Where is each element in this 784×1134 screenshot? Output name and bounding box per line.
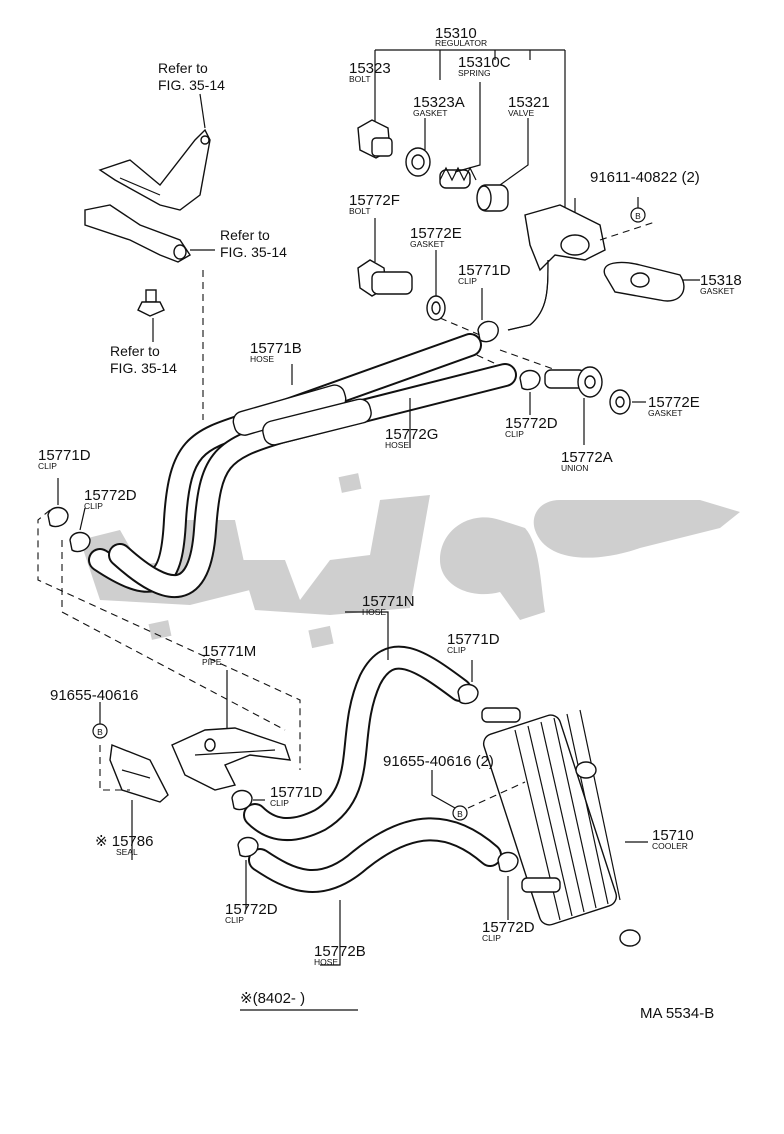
svg-text:CLIP: CLIP bbox=[458, 276, 477, 286]
label-15710: 15710 bbox=[652, 827, 694, 844]
label-15772e-upper: 15772E bbox=[410, 225, 462, 242]
regulator-15310-body bbox=[507, 204, 606, 331]
label-15772g: 15772G bbox=[385, 426, 438, 443]
pipe-15771m bbox=[171, 727, 292, 791]
gasket-15318 bbox=[603, 261, 685, 302]
svg-text:REGULATOR: REGULATOR bbox=[435, 38, 487, 48]
oil-cooler-15710 bbox=[481, 707, 641, 947]
ref-2-line1: Refer to bbox=[220, 227, 270, 243]
marker-b-top: B bbox=[630, 197, 646, 223]
ref-1-line1: Refer to bbox=[158, 60, 208, 76]
label-15771n: 15771N bbox=[362, 593, 415, 610]
label-15772d-union: 15772D bbox=[505, 415, 558, 432]
spring-15310c bbox=[439, 166, 477, 189]
label-15318: 15318 bbox=[700, 272, 742, 289]
bracket-upper bbox=[98, 128, 211, 211]
label-15772a: 15772A bbox=[561, 449, 613, 466]
svg-text:B: B bbox=[97, 727, 103, 737]
union-15772a bbox=[544, 366, 603, 398]
svg-text:HOSE: HOSE bbox=[250, 354, 274, 364]
bracket-lower bbox=[84, 204, 191, 263]
bolt-15772f bbox=[357, 259, 413, 297]
label-15771d-pipe: 15771D bbox=[270, 784, 323, 801]
part-labels: 15310 REGULATOR 15323 BOLT 15310C SPRING… bbox=[38, 25, 742, 967]
label-15771m: 15771M bbox=[202, 643, 256, 660]
label-15310c: 15310C bbox=[458, 54, 511, 71]
label-15323a: 15323A bbox=[413, 94, 465, 111]
hose-15771n bbox=[243, 645, 472, 842]
bolt-refer bbox=[137, 289, 165, 317]
svg-text:GASKET: GASKET bbox=[700, 286, 734, 296]
label-15772d-left: 15772D bbox=[84, 487, 137, 504]
label-91655-cooler: 91655-40616 (2) bbox=[383, 753, 494, 770]
footer: ※(8402- ) MA 5534-B bbox=[240, 990, 714, 1022]
hose-15772b bbox=[248, 817, 502, 893]
label-91655-seal: 91655-40616 bbox=[50, 687, 138, 704]
svg-text:GASKET: GASKET bbox=[413, 108, 447, 118]
label-15772d-cooler: 15772D bbox=[482, 919, 535, 936]
production-note: ※(8402- ) bbox=[240, 990, 305, 1007]
label-15321: 15321 bbox=[508, 94, 550, 111]
svg-text:VALVE: VALVE bbox=[508, 108, 534, 118]
svg-text:HOSE: HOSE bbox=[314, 957, 338, 967]
seal-15786 bbox=[109, 744, 169, 803]
label-15771d-left: 15771D bbox=[38, 447, 91, 464]
clip-15771d-pipe bbox=[231, 789, 253, 811]
leader-lines bbox=[131, 198, 576, 966]
bolt-15323 bbox=[357, 119, 393, 159]
svg-text:CLIP: CLIP bbox=[482, 933, 501, 943]
svg-text:SPRING: SPRING bbox=[458, 68, 491, 78]
guide-frame-left bbox=[37, 509, 301, 770]
svg-text:BOLT: BOLT bbox=[349, 206, 371, 216]
svg-text:B: B bbox=[457, 809, 463, 819]
marker-b-left: B bbox=[92, 702, 108, 739]
label-15772d-pipe: 15772D bbox=[225, 901, 278, 918]
label-15323: 15323 bbox=[349, 60, 391, 77]
clip-15772d-left bbox=[69, 531, 91, 553]
clip-15772d-cooler bbox=[497, 851, 519, 873]
label-15310: 15310 bbox=[435, 25, 477, 42]
clip-15771d-left bbox=[47, 506, 69, 528]
clip-15771d-right bbox=[457, 683, 479, 705]
clip-15772d-union bbox=[519, 369, 541, 391]
ref-3-line1: Refer to bbox=[110, 343, 160, 359]
svg-text:CLIP: CLIP bbox=[225, 915, 244, 925]
label-15771d-right: 15771D bbox=[447, 631, 500, 648]
svg-text:PIPE: PIPE bbox=[202, 657, 222, 667]
label-15771b: 15771B bbox=[250, 340, 302, 357]
ref-2-line2: FIG. 35-14 bbox=[220, 244, 287, 260]
label-15771d-upper: 15771D bbox=[458, 262, 511, 279]
clip-15771d-upper bbox=[477, 320, 499, 343]
hose-15772g bbox=[108, 363, 517, 599]
marker-b-cooler: B bbox=[431, 770, 526, 821]
ref-1-line2: FIG. 35-14 bbox=[158, 77, 225, 93]
label-15772e-right: 15772E bbox=[648, 394, 700, 411]
label-15786: ※ 15786 bbox=[95, 833, 153, 850]
svg-text:BOLT: BOLT bbox=[349, 74, 371, 84]
valve-15321 bbox=[476, 184, 509, 212]
label-91611: 91611-40822 (2) bbox=[590, 169, 700, 186]
ref-3-line2: FIG. 35-14 bbox=[110, 360, 177, 376]
svg-text:HOSE: HOSE bbox=[385, 440, 409, 450]
svg-text:CLIP: CLIP bbox=[38, 461, 57, 471]
svg-text:UNION: UNION bbox=[561, 463, 588, 473]
svg-text:B: B bbox=[635, 211, 641, 221]
svg-text:CLIP: CLIP bbox=[505, 429, 524, 439]
svg-text:COOLER: COOLER bbox=[652, 841, 688, 851]
clip-15772d-pipe bbox=[237, 836, 259, 858]
label-15772f: 15772F bbox=[349, 192, 400, 209]
svg-text:CLIP: CLIP bbox=[84, 501, 103, 511]
svg-text:CLIP: CLIP bbox=[270, 798, 289, 808]
svg-text:SEAL: SEAL bbox=[116, 847, 138, 857]
reference-notes: Refer to FIG. 35-14 Refer to FIG. 35-14 … bbox=[110, 60, 287, 376]
diagram-code: MA 5534-B bbox=[640, 1005, 714, 1022]
svg-text:GASKET: GASKET bbox=[410, 239, 444, 249]
svg-text:GASKET: GASKET bbox=[648, 408, 682, 418]
svg-text:CLIP: CLIP bbox=[447, 645, 466, 655]
